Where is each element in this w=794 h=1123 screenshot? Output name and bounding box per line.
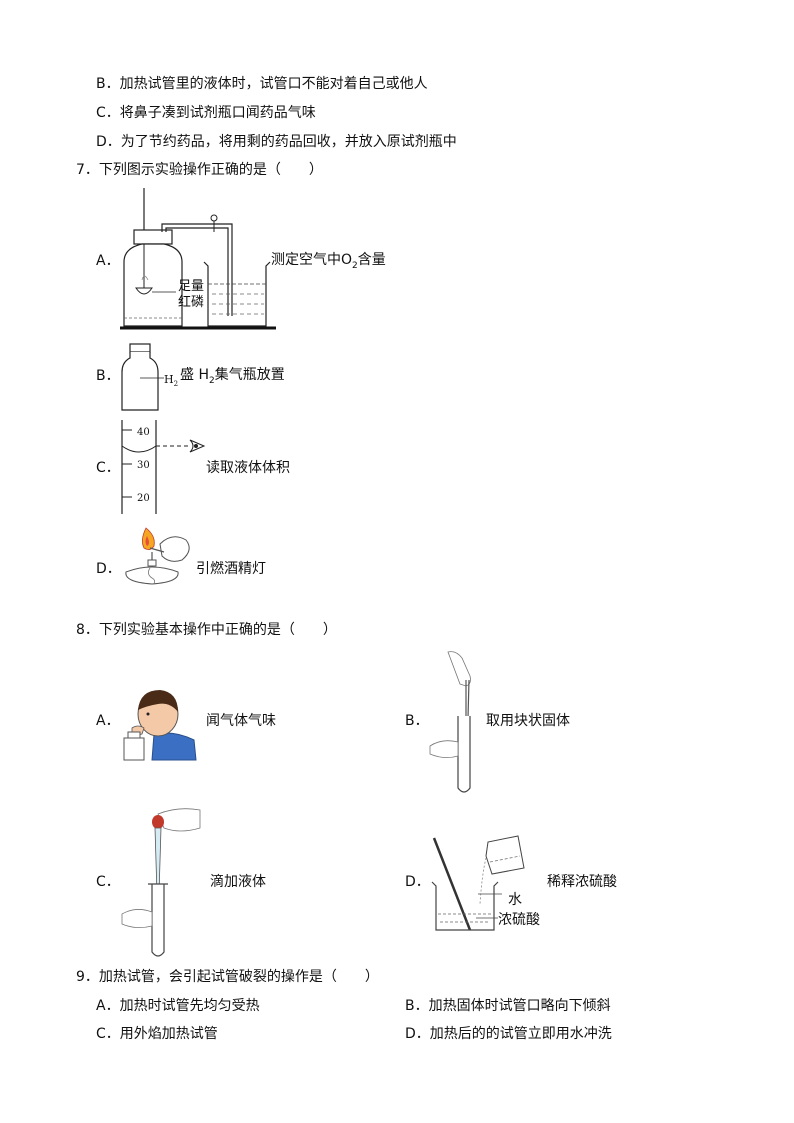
q7-c-caption: 读取液体体积: [206, 460, 290, 476]
q9-option-a: A．加热时试管先均匀受热: [96, 998, 260, 1014]
q9-stem: 9．加热试管，会引起试管破裂的操作是（ ）: [76, 969, 379, 985]
q8-option-d-letter: D．: [405, 874, 430, 890]
q7-b-gas-label: H2: [164, 373, 179, 389]
q8-option-a-letter: A．: [96, 713, 120, 729]
q7-b-gas-bottle-figure: [121, 343, 164, 411]
q8-option-b-letter: B．: [405, 713, 429, 729]
q6-option-b: B．加热试管里的液体时，试管口不能对着自己或他人: [96, 76, 428, 92]
q9-option-d: D．加热后的的试管立即用水冲洗: [405, 1026, 612, 1042]
q8-a-smelling-gas-figure: [123, 690, 197, 761]
q7-c-graduated-cylinder-figure: [121, 420, 206, 514]
q7-a-oxygen-apparatus-figure: [120, 188, 276, 330]
q8-d-water-label: 水: [508, 892, 522, 908]
q7-option-a-letter: A．: [96, 253, 120, 269]
q7-option-d-letter: D．: [96, 561, 121, 577]
q8-d-acid-label: 浓硫酸: [498, 912, 540, 928]
q8-stem: 8．下列实验基本操作中正确的是（ ）: [76, 622, 337, 638]
q6-option-c: C．将鼻子凑到试剂瓶口闻药品气味: [96, 105, 316, 121]
q8-a-caption: 闻气体气味: [206, 713, 276, 729]
q7-option-c-letter: C．: [96, 460, 120, 476]
q7-option-b-letter: B．: [96, 368, 120, 384]
q7-a-caption: 测定空气中O2含量: [271, 252, 386, 271]
q8-c-dropper-figure: [121, 808, 201, 957]
q7-d-caption: 引燃酒精灯: [196, 561, 266, 577]
q8-b-caption: 取用块状固体: [486, 713, 570, 729]
q7-a-label-top: 足量: [178, 279, 205, 294]
q7-c-tick-20: 20: [137, 493, 150, 504]
q8-c-caption: 滴加液体: [210, 874, 266, 890]
q9-option-b: B．加热固体时试管口略向下倾斜: [405, 998, 611, 1014]
q7-b-caption: 盛 H2集气瓶放置: [180, 367, 285, 386]
q8-d-caption: 稀释浓硫酸: [547, 874, 617, 890]
q8-option-c-letter: C．: [96, 874, 120, 890]
q7-a-label-bottom: 红磷: [178, 295, 205, 310]
q7-stem: 7．下列图示实验操作正确的是（ ）: [76, 162, 323, 178]
q7-c-tick-40: 40: [137, 427, 150, 438]
q7-c-tick-30: 30: [137, 460, 150, 471]
q8-b-solid-block-figure: [429, 651, 471, 793]
q8-d-dilution-figure: [431, 835, 525, 931]
q9-option-c: C．用外焰加热试管: [96, 1026, 218, 1042]
q6-option-d: D．为了节约药品，将用剩的药品回收，并放入原试剂瓶中: [96, 134, 457, 150]
q7-d-alcohol-lamp-figure: [125, 527, 190, 585]
